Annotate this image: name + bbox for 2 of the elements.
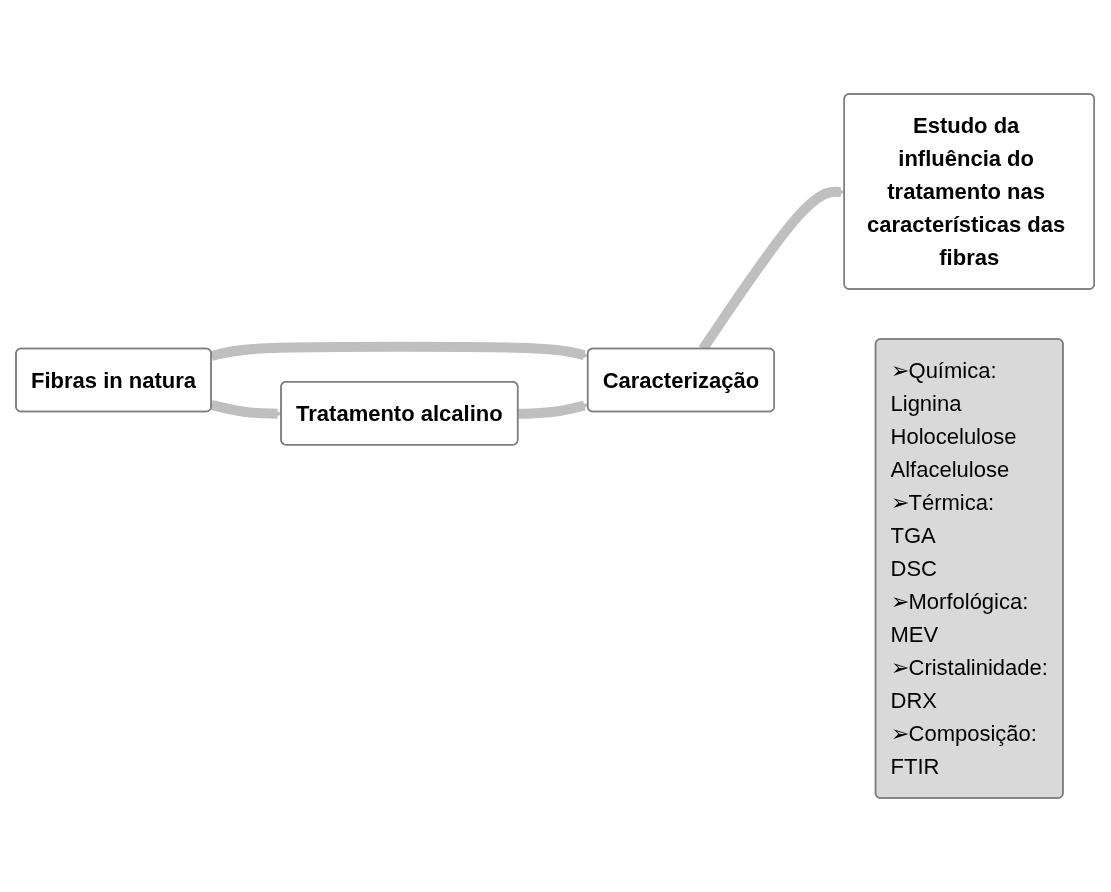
arrow (518, 400, 589, 419)
arrow (210, 341, 589, 361)
